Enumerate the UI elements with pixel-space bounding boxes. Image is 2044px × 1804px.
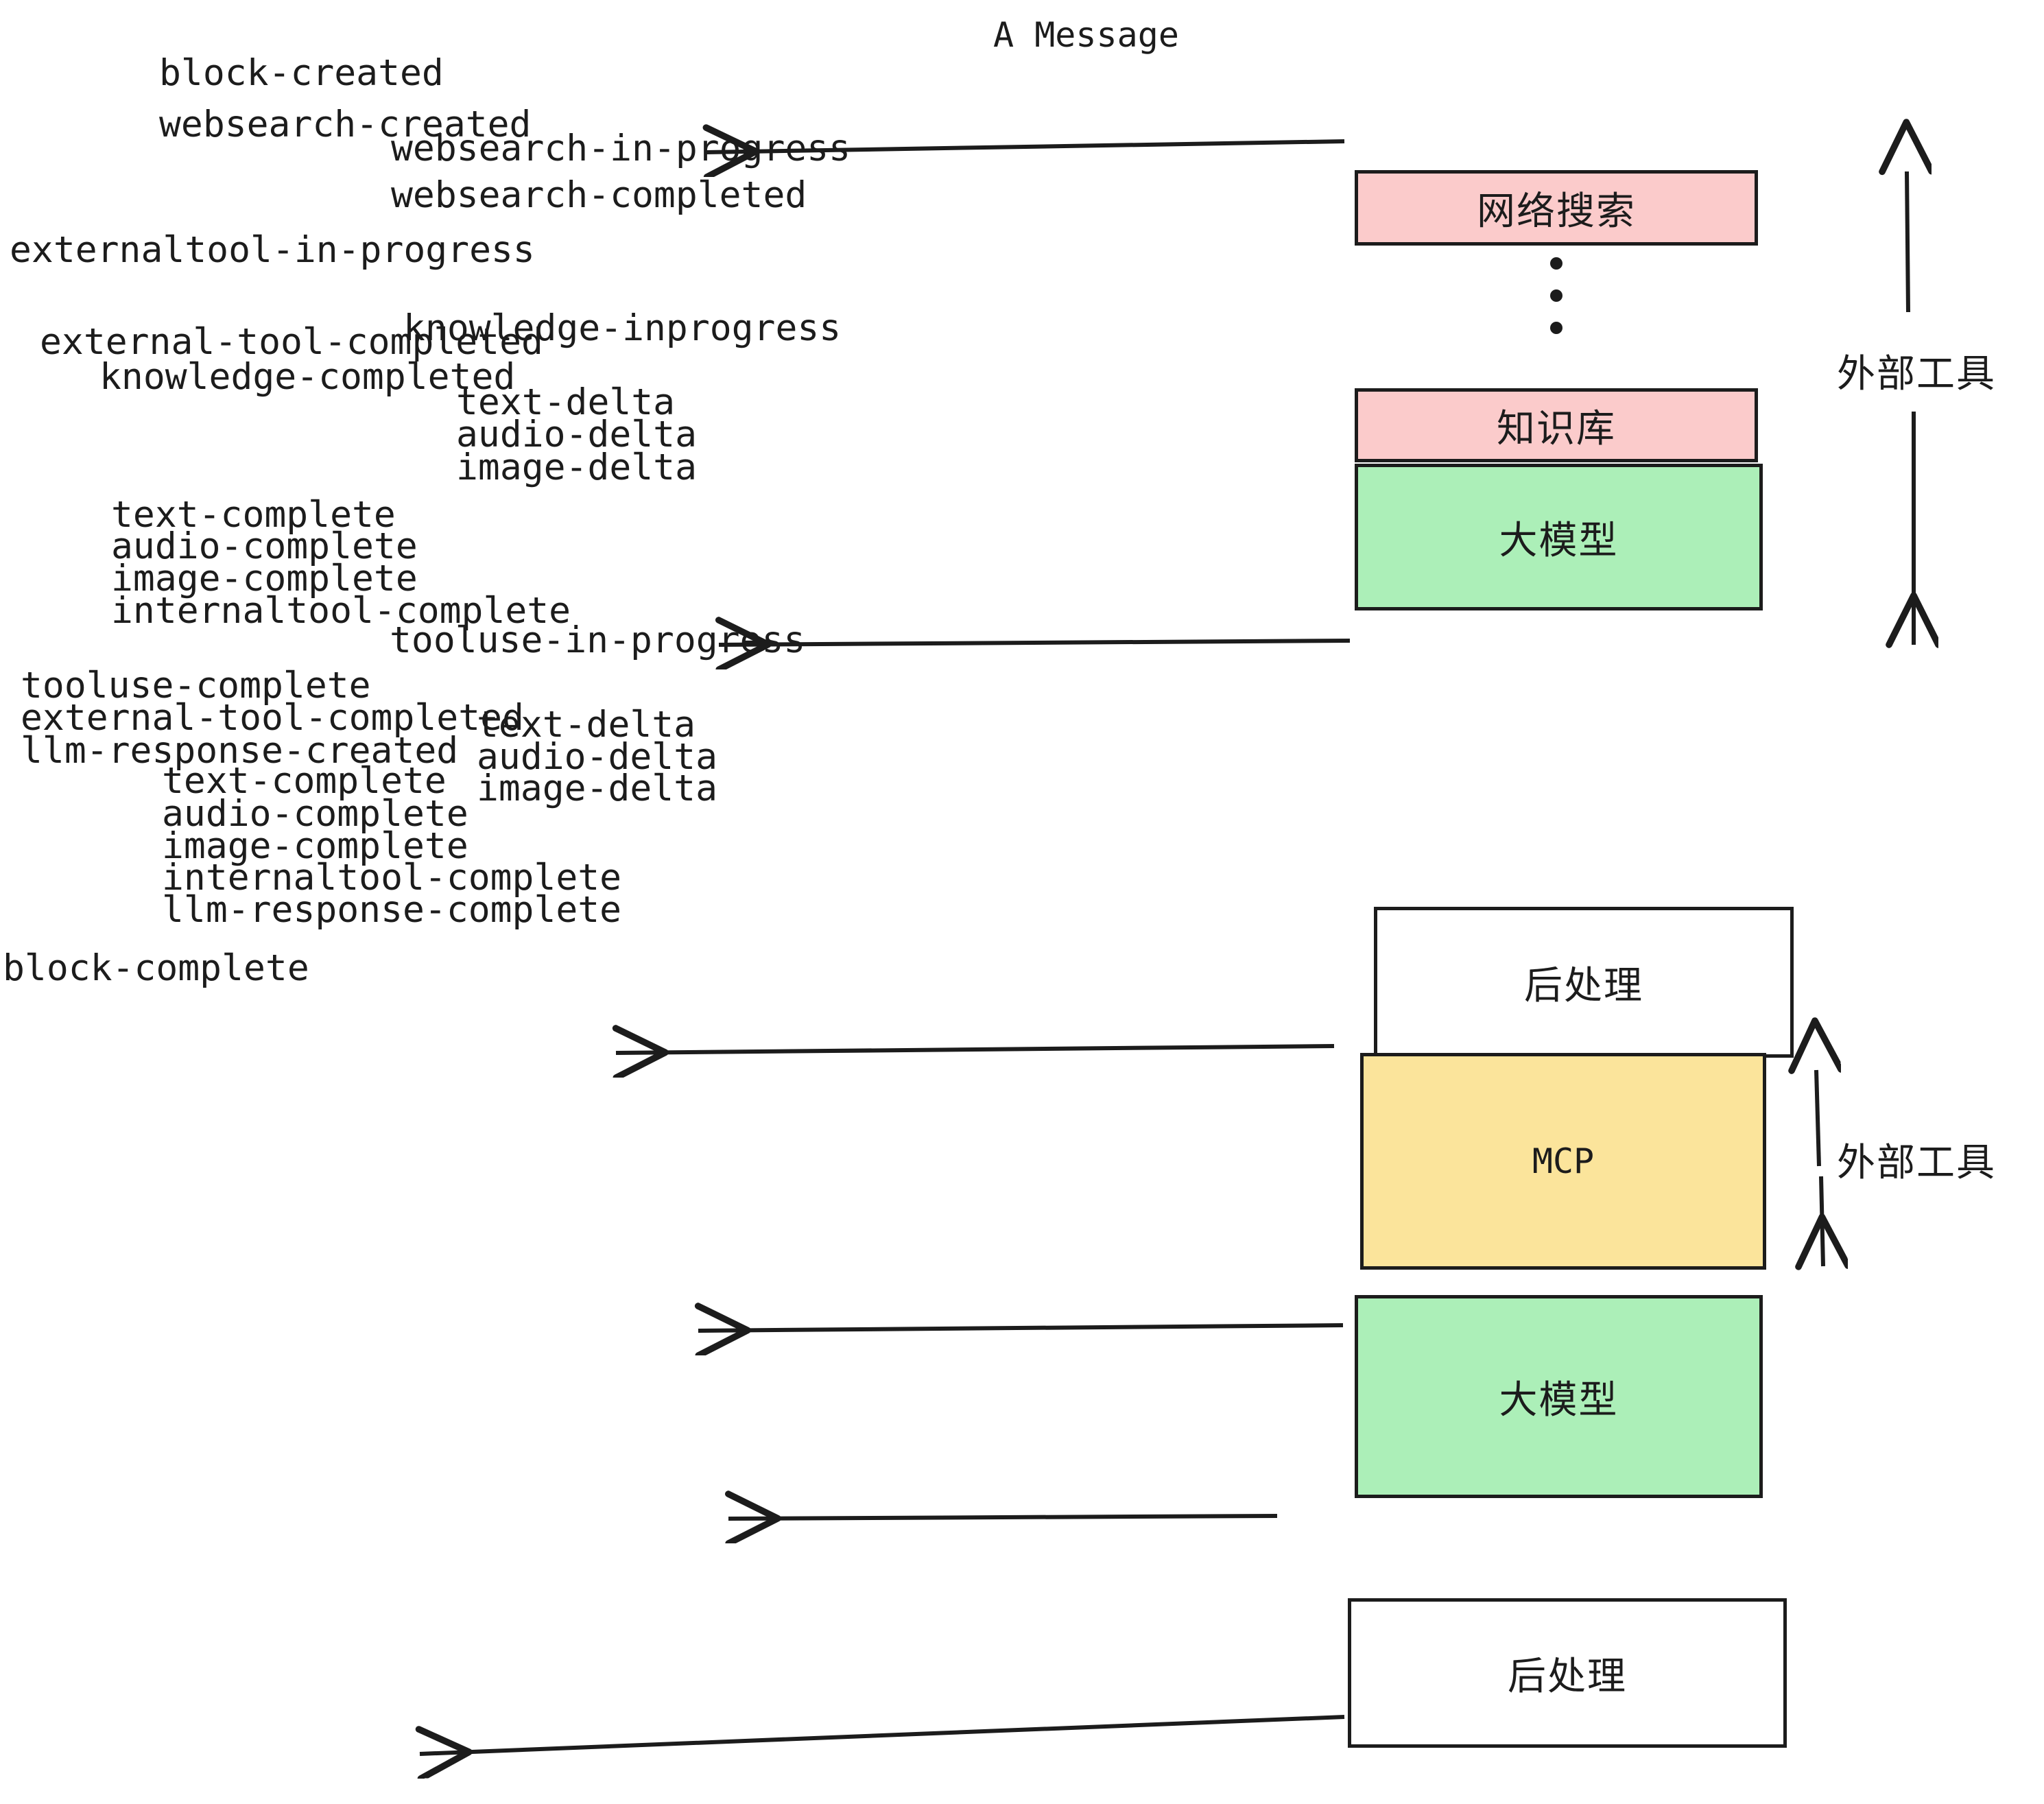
arrow-postprocess1-to-image-complete (616, 1046, 1335, 1053)
arrow-mcp-to-tooluse-complete (698, 1325, 1344, 1331)
event-tooluse-complete: tooluse-complete (21, 665, 371, 707)
event-knowledge-completed: knowledge-completed (99, 356, 516, 398)
box-llm-1-label: 大模型 (1499, 518, 1619, 563)
box-websearch[interactable]: 网络搜索 (1355, 170, 1758, 246)
external-tools-range-bottom-up (1816, 1070, 1819, 1167)
event-block-complete: block-complete (3, 947, 309, 989)
event-llm-response-created: llm-response-created (21, 730, 459, 772)
event-internaltool-complete-1: internaltool-complete (111, 590, 571, 632)
event-tooluse-in-progress: tooluse-in-progress (390, 619, 806, 661)
external-tools-range-bottom-down (1821, 1176, 1823, 1266)
box-mcp-label: MCP (1532, 1141, 1595, 1181)
event-image-complete-2: image-complete (162, 825, 468, 867)
event-websearch-in-progress: websearch-in-progress (391, 128, 851, 169)
event-external-tool-completed-2: external-tool-completed (21, 697, 524, 739)
event-audio-delta-2: audio-delta (477, 736, 717, 778)
page-title: A Message (993, 15, 1179, 55)
box-postprocess-2-label: 后处理 (1508, 1654, 1627, 1699)
box-postprocess-1[interactable]: 后处理 (1374, 907, 1794, 1058)
box-mcp[interactable]: MCP (1360, 1053, 1766, 1270)
event-text-delta-1: text-delta (456, 381, 676, 423)
event-websearch-created: websearch-created (159, 104, 532, 145)
external-tools-range-top-up (1907, 171, 1908, 313)
box-postprocess-1-label: 后处理 (1524, 963, 1643, 1008)
event-internaltool-complete-2: internaltool-complete (162, 857, 622, 899)
event-image-delta-1: image-delta (456, 447, 697, 488)
event-audio-delta-1: audio-delta (456, 414, 697, 455)
box-knowledge-base-label: 知识库 (1497, 406, 1616, 451)
box-knowledge-base[interactable]: 知识库 (1355, 388, 1758, 462)
box-websearch-label: 网络搜索 (1477, 189, 1636, 234)
event-image-complete-1: image-complete (111, 558, 418, 600)
event-audio-complete-1: audio-complete (111, 525, 418, 567)
arrow-postprocess2-to-block-complete (420, 1715, 1345, 1754)
box-llm-1[interactable]: 大模型 (1355, 464, 1763, 610)
event-image-delta-2: image-delta (477, 768, 717, 809)
box-postprocess-2[interactable]: 后处理 (1348, 1598, 1787, 1748)
event-text-complete-1: text-complete (111, 494, 396, 536)
event-external-tool-completed-1: external-tool-completed (40, 321, 543, 363)
arrow-knowledge-to-knowledge-completed (719, 641, 1351, 645)
event-text-complete-2: text-complete (162, 760, 447, 802)
event-block-created: block-created (159, 52, 444, 94)
event-externaltool-in-progress: externaltool-in-progress (10, 229, 535, 271)
event-text-delta-2: text-delta (477, 704, 696, 746)
box-llm-2[interactable]: 大模型 (1355, 1295, 1763, 1498)
side-label-external-tools-bottom: 外部工具 (1837, 1141, 1996, 1185)
event-knowledge-inprogress: knowledge-inprogress (403, 307, 842, 349)
event-websearch-completed: websearch-completed (391, 174, 807, 216)
side-label-external-tools-top: 外部工具 (1837, 352, 1996, 396)
vertical-ellipsis-icon (1550, 257, 1562, 334)
box-llm-2-label: 大模型 (1499, 1377, 1619, 1423)
arrow-llm2-to-audio-complete (728, 1516, 1278, 1519)
event-llm-response-complete: llm-response-complete (162, 889, 622, 931)
event-audio-complete-2: audio-complete (162, 793, 468, 835)
